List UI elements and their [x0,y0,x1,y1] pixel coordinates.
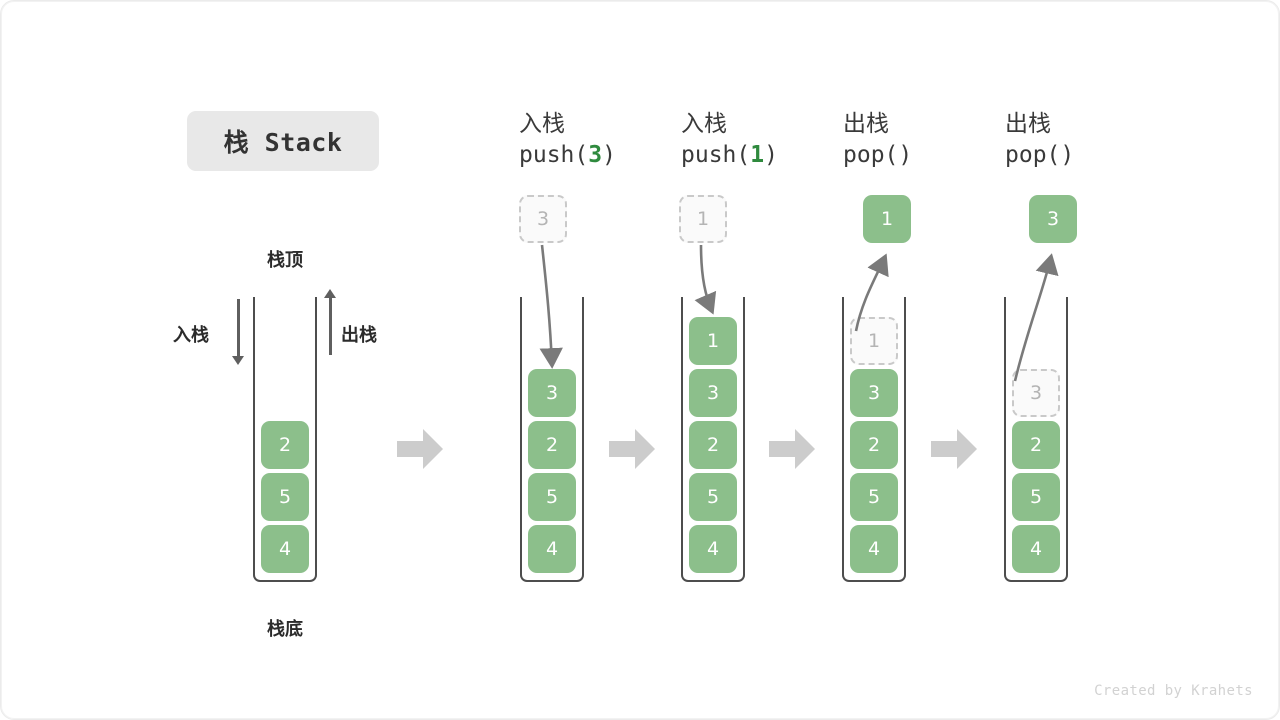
stack-after-push-1: 1 3 2 5 4 [681,297,745,582]
column-header-pop-1: 出栈 pop() [843,109,1013,171]
pop-direction-arrow-icon [323,289,337,355]
code-prefix: push( [681,141,751,168]
stack-cell-ghost: 3 [1012,369,1060,417]
code-arg: 1 [750,141,765,168]
stack-cell: 4 [689,525,737,573]
column-header-push-1: 入栈 push(1) [681,109,851,171]
stack-cell: 1 [689,317,737,365]
stack-cell: 5 [850,473,898,521]
stack-cell: 2 [689,421,737,469]
column-header-code: pop() [843,140,1013,171]
step-arrow-icon [609,429,655,469]
push-direction-label: 入栈 [173,325,209,346]
code-suffix: ) [602,141,616,168]
stack-initial: 2 5 4 [253,297,317,582]
popped-value-box: 3 [1029,195,1077,243]
stack-cell: 4 [261,525,309,573]
column-header-cn: 入栈 [681,111,727,137]
code-suffix: ) [898,141,913,168]
pop-direction-label: 出栈 [341,325,377,346]
code-suffix: ) [1060,141,1075,168]
stack-after-pop-1: 1 3 2 5 4 [842,297,906,582]
push-direction-arrow-icon [231,299,245,365]
stack-bottom-label: 栈底 [267,619,303,640]
code-arg: 3 [588,141,603,168]
code-prefix: push( [519,141,589,168]
stack-after-push-3: 3 2 5 4 [520,297,584,582]
stack-cell: 4 [528,525,576,573]
incoming-value-box: 1 [679,195,727,243]
column-header-cn: 出栈 [1005,111,1051,137]
stack-cell: 3 [528,369,576,417]
column-header-cn: 出栈 [843,111,889,137]
incoming-value-box: 3 [519,195,567,243]
code-prefix: pop( [843,141,899,168]
stack-cell: 5 [261,473,309,521]
stack-cell: 2 [1012,421,1060,469]
column-header-code: push(3) [519,140,689,171]
column-header-cn: 入栈 [519,111,565,137]
stack-cell: 2 [261,421,309,469]
column-header-push-3: 入栈 push(3) [519,109,689,171]
stack-cell: 2 [528,421,576,469]
stack-cell: 5 [1012,473,1060,521]
stack-cell: 4 [850,525,898,573]
stack-after-pop-3: 3 2 5 4 [1004,297,1068,582]
code-suffix: ) [764,141,778,168]
column-header-code: push(1) [681,140,851,171]
column-header-code: pop() [1005,140,1175,171]
stack-cell: 5 [528,473,576,521]
stack-cell: 3 [689,369,737,417]
credit-text: Created by Krahets [1094,683,1253,699]
popped-value-box: 1 [863,195,911,243]
code-prefix: pop( [1005,141,1061,168]
stack-cell: 4 [1012,525,1060,573]
column-header-pop-3: 出栈 pop() [1005,109,1175,171]
stack-cell-ghost: 1 [850,317,898,365]
step-arrow-icon [769,429,815,469]
stack-top-label: 栈顶 [267,250,303,271]
step-arrow-icon [397,429,443,469]
page-title: 栈 Stack [187,111,379,171]
stack-cell: 3 [850,369,898,417]
stack-cell: 5 [689,473,737,521]
step-arrow-icon [931,429,977,469]
stack-cell: 2 [850,421,898,469]
